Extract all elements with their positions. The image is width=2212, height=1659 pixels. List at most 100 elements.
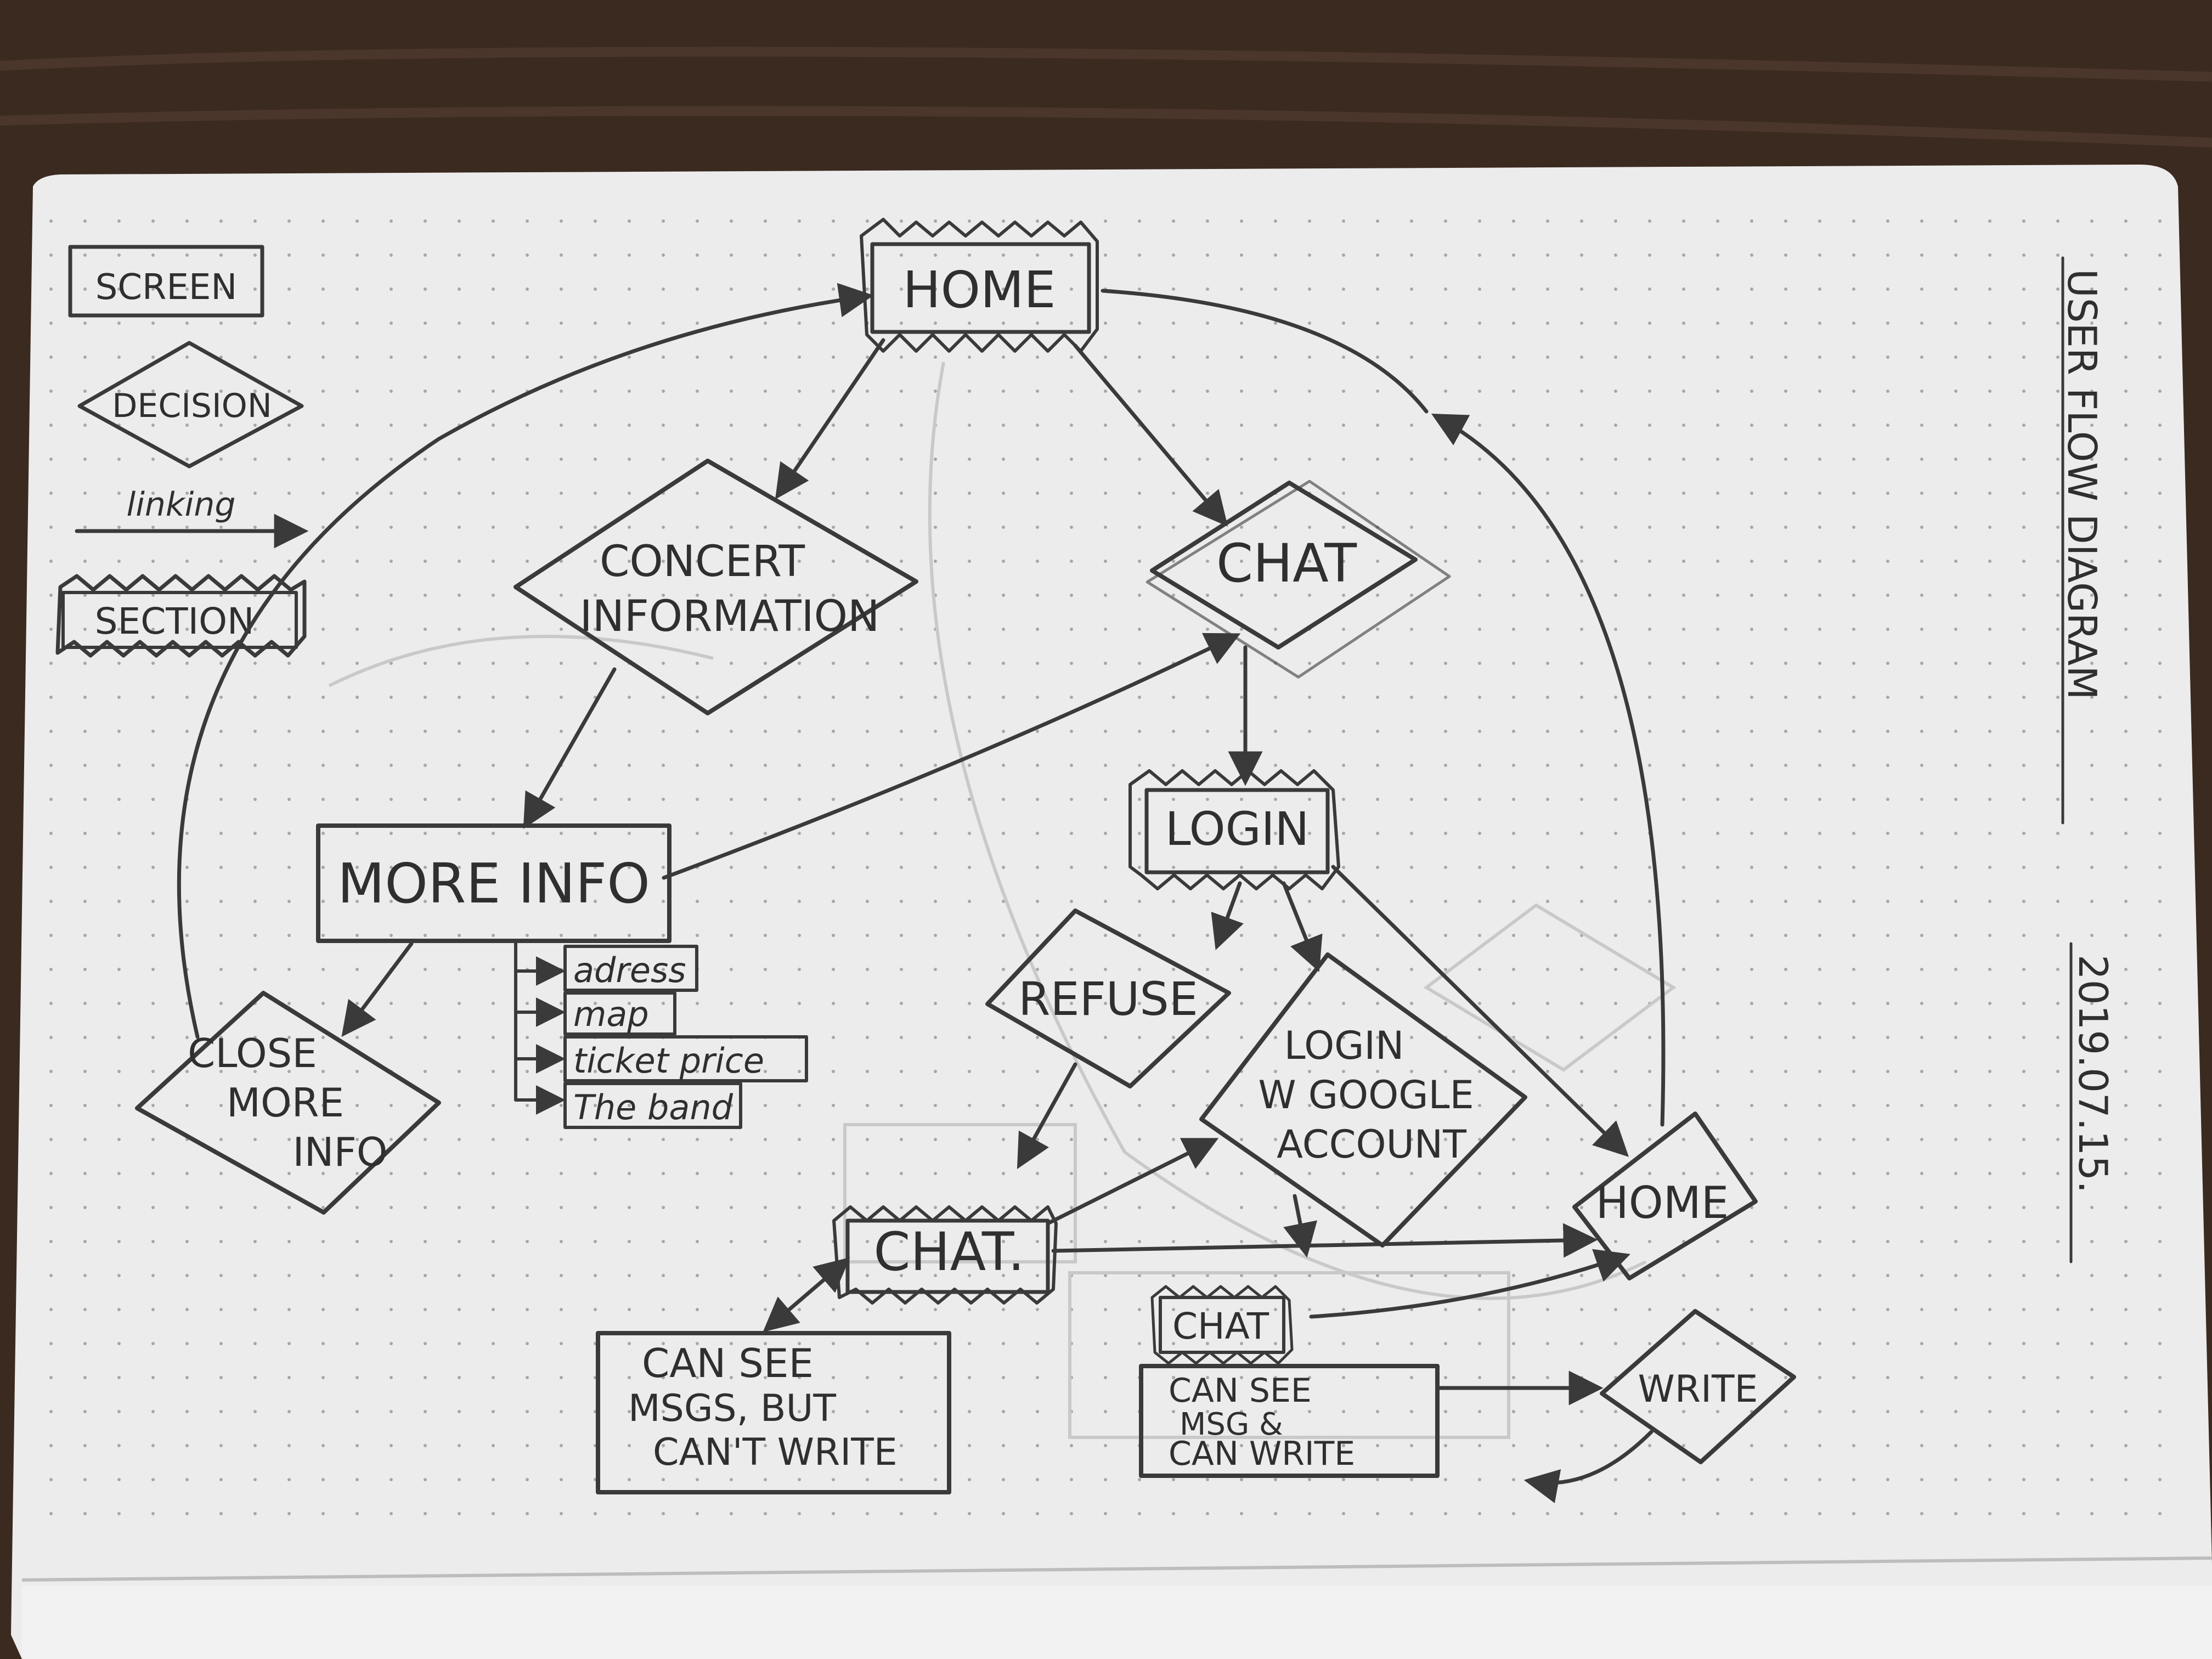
write-label: WRITE bbox=[1638, 1368, 1758, 1411]
arrow-more-to-close bbox=[341, 941, 414, 1037]
node-close-more-info: CLOSE MORE INFO bbox=[135, 991, 441, 1215]
node-home-right: HOME bbox=[1572, 1111, 1758, 1280]
side-date: 2019.07.15. bbox=[2070, 955, 2116, 1193]
can-write-label-1: CAN SEE bbox=[1169, 1372, 1312, 1410]
arrow-concert-to-more bbox=[523, 667, 617, 829]
chat-small-label: CHAT bbox=[1172, 1305, 1269, 1347]
legend-section-inner bbox=[61, 591, 298, 649]
google-label-1: LOGIN bbox=[1284, 1023, 1404, 1068]
close-label-2: MORE bbox=[227, 1080, 344, 1126]
can-write-box bbox=[1139, 1364, 1440, 1478]
chat-left-box bbox=[845, 1218, 1050, 1294]
legend-linking-label: linking bbox=[127, 486, 236, 524]
google-label-2: W GOOGLE bbox=[1258, 1073, 1474, 1118]
node-can-see-cant-write: CAN SEE MSGS, BUT CAN'T WRITE bbox=[596, 1331, 951, 1494]
arrow-chat-to-cansee bbox=[763, 1257, 850, 1333]
arrow-chatsmall-to-home bbox=[1309, 1249, 1630, 1319]
close-diamond bbox=[135, 991, 441, 1215]
node-refuse: REFUSE bbox=[985, 909, 1231, 1088]
arrow-close-to-home bbox=[177, 283, 874, 1039]
node-more-info: MORE INFO bbox=[316, 823, 672, 943]
home-right-label: HOME bbox=[1596, 1177, 1729, 1228]
legend-decision-label: DECISION bbox=[112, 387, 272, 425]
desk-grain bbox=[0, 47, 2212, 148]
node-home-top: HOME bbox=[860, 218, 1099, 353]
arrow-chat-to-home bbox=[1051, 1223, 1598, 1258]
arrow-home-to-right bbox=[1101, 289, 1429, 414]
sub-item-box-4 bbox=[563, 1082, 742, 1129]
page-fold bbox=[21, 1556, 2212, 1582]
arrow-more-to-chat bbox=[662, 633, 1241, 880]
sub-item-box-1 bbox=[563, 945, 698, 992]
arrow-login-to-google bbox=[1282, 881, 1323, 972]
chat-label: CHAT bbox=[1216, 533, 1357, 594]
refuse-label: REFUSE bbox=[1018, 972, 1198, 1026]
arrow-google-to-chatsmall bbox=[1283, 1194, 1318, 1258]
can-see-box bbox=[596, 1331, 951, 1494]
more-info-sub-items: adress map ticket price The band bbox=[514, 939, 808, 1129]
write-diamond bbox=[1600, 1309, 1796, 1464]
can-see-label-1: CAN SEE bbox=[642, 1340, 814, 1386]
node-chat: CHAT bbox=[1146, 479, 1451, 679]
chat-diamond bbox=[1150, 481, 1418, 650]
arrow-chat-to-google bbox=[1046, 1138, 1219, 1226]
node-concert-information: CONCERT INFORMATION bbox=[514, 459, 918, 715]
login-label: LOGIN bbox=[1165, 802, 1310, 856]
arrow-home-right-curve bbox=[1431, 413, 1666, 1127]
flow-arrows bbox=[177, 283, 1666, 1503]
arrow-refuse-to-chat bbox=[1017, 1062, 1077, 1170]
node-chat-left: CHAT. bbox=[832, 1205, 1058, 1305]
more-info-box bbox=[316, 823, 672, 943]
chat-left-label: CHAT. bbox=[873, 1221, 1024, 1283]
login-jagged bbox=[1128, 769, 1340, 890]
node-login: LOGIN bbox=[1128, 769, 1340, 890]
legend-screen-label: SCREEN bbox=[95, 267, 238, 308]
refuse-diamond bbox=[985, 909, 1231, 1088]
home-top-jagged bbox=[860, 218, 1099, 353]
legend-screen-box bbox=[68, 245, 264, 318]
side-title: USER FLOW DIAGRAM bbox=[2059, 269, 2105, 699]
arrow-home-to-chat bbox=[1073, 343, 1228, 527]
arrow-home-to-concert bbox=[775, 338, 885, 500]
node-can-see-can-write: CAN SEE MSG & CAN WRITE bbox=[1139, 1364, 1440, 1478]
sub-item-4: The band bbox=[573, 1087, 733, 1127]
faint-traces bbox=[328, 362, 1677, 1439]
can-see-label-2: MSGS, BUT bbox=[628, 1387, 836, 1430]
sub-item-1: adress bbox=[573, 950, 686, 990]
can-write-label-3: CAN WRITE bbox=[1169, 1435, 1355, 1473]
arrow-write-to-canwrite bbox=[1523, 1430, 1654, 1503]
legend: SCREEN DECISION linking SECTION bbox=[55, 245, 309, 658]
node-write: WRITE bbox=[1600, 1309, 1796, 1464]
chat-left-jagged bbox=[832, 1205, 1058, 1305]
home-right-diamond bbox=[1572, 1111, 1758, 1280]
chat-small-box bbox=[1159, 1296, 1285, 1354]
google-label-3: ACCOUNT bbox=[1277, 1122, 1466, 1167]
close-label-1: CLOSE bbox=[188, 1030, 317, 1076]
node-chat-small: CHAT bbox=[1150, 1285, 1294, 1365]
chat-jagged bbox=[1146, 479, 1451, 679]
can-write-label-2: MSG & bbox=[1180, 1407, 1283, 1442]
home-top-label: HOME bbox=[902, 261, 1056, 319]
legend-section-label: SECTION bbox=[95, 600, 255, 642]
home-top-box bbox=[870, 242, 1091, 334]
legend-decision-shape bbox=[77, 341, 304, 469]
more-info-label: MORE INFO bbox=[337, 851, 650, 916]
lower-page bbox=[22, 1585, 2212, 1659]
sub-item-box-3 bbox=[563, 1035, 808, 1082]
chat-small-jagged bbox=[1150, 1285, 1294, 1365]
sub-item-box-2 bbox=[563, 991, 676, 1036]
concert-diamond bbox=[514, 459, 918, 715]
login-box bbox=[1144, 788, 1330, 874]
google-diamond bbox=[1199, 952, 1527, 1248]
can-see-label-3: CAN'T WRITE bbox=[653, 1431, 898, 1474]
node-login-google: LOGIN W GOOGLE ACCOUNT bbox=[1199, 952, 1527, 1248]
arrow-login-to-refuse bbox=[1211, 881, 1244, 950]
close-label-3: INFO bbox=[292, 1129, 387, 1175]
concert-label-1: CONCERT bbox=[600, 537, 805, 586]
concert-label-2: INFORMATION bbox=[580, 592, 880, 641]
sub-item-2: map bbox=[573, 994, 649, 1034]
legend-section-shape bbox=[55, 574, 307, 658]
arrow-login-to-home bbox=[1331, 865, 1629, 1157]
sub-item-3: ticket price bbox=[573, 1041, 764, 1081]
